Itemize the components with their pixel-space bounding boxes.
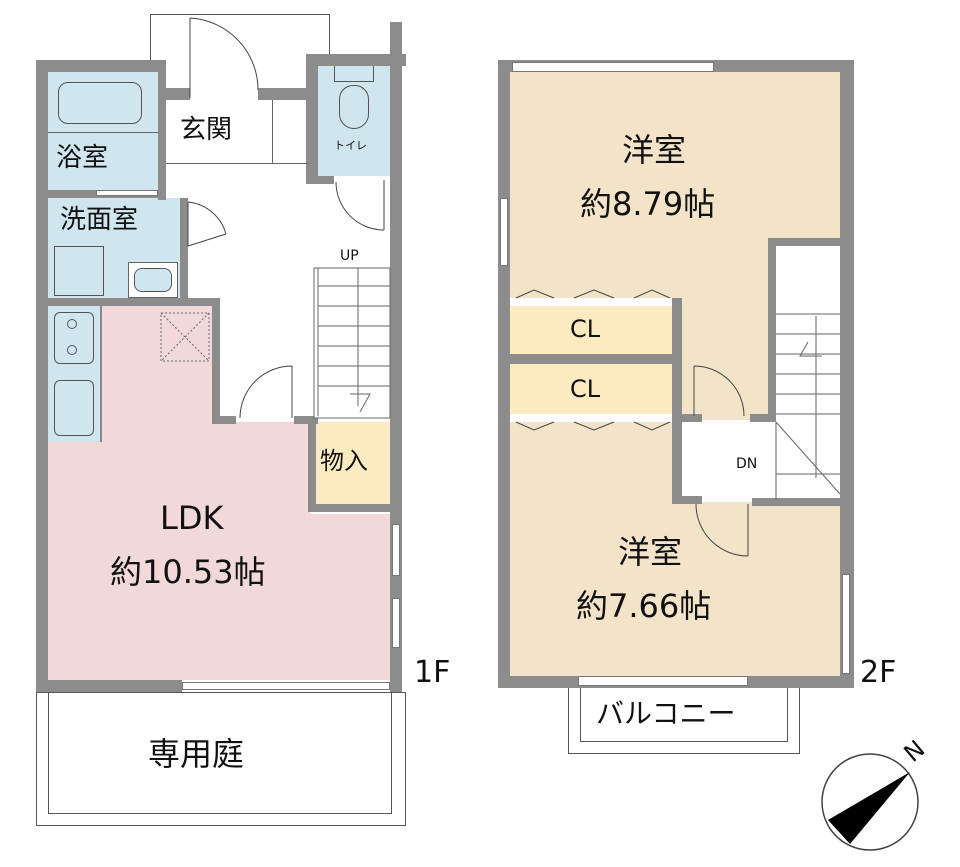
wall: [682, 414, 702, 422]
label-entrance: 玄関: [180, 115, 233, 145]
door-room1: [693, 365, 745, 417]
stairs-1f: [313, 267, 391, 419]
wall: [308, 504, 398, 512]
wall: [308, 416, 316, 512]
stairs-2f: [775, 313, 841, 500]
wall: [158, 100, 166, 200]
burner-icon: [67, 319, 77, 329]
label-closet2: CL: [570, 375, 601, 403]
label-toilet: トイレ: [334, 139, 367, 152]
door-washroom: [187, 201, 227, 247]
wall: [672, 298, 682, 504]
label-balcony: バルコニー: [596, 697, 736, 730]
kitchen-sink: [54, 380, 94, 436]
label-up: UP: [340, 248, 359, 264]
label-bath: 浴室: [56, 143, 109, 173]
wall: [768, 238, 842, 246]
bathtub: [58, 82, 142, 124]
wall: [750, 414, 776, 422]
wall: [306, 54, 406, 66]
label-storage: 物入: [320, 447, 368, 475]
burner-icon: [67, 345, 77, 355]
wall: [258, 88, 318, 100]
label-room2-size: 約7.66帖: [576, 587, 712, 625]
door-ldk: [239, 365, 293, 419]
wall: [36, 680, 182, 692]
label-closet1: CL: [570, 315, 601, 343]
closet-door-strip: [510, 298, 672, 306]
window: [392, 598, 400, 648]
closet-2: [510, 364, 672, 414]
label-room1: 洋室: [622, 131, 687, 169]
hall-2f: [680, 420, 780, 502]
wall: [840, 60, 854, 688]
label-ldk: LDK: [160, 499, 224, 537]
room-storage: [316, 422, 390, 506]
wall: [752, 498, 842, 506]
wall: [166, 88, 190, 100]
wall: [294, 416, 318, 424]
label-2f: 2F: [860, 655, 897, 690]
wall: [306, 176, 334, 184]
entrance-divider: [272, 100, 273, 164]
wall: [212, 416, 236, 424]
toilet-tank: [334, 66, 374, 82]
window: [842, 574, 850, 674]
wall: [36, 60, 48, 690]
closet-doors-icon: [515, 421, 671, 431]
closet-door-strip: [510, 414, 672, 422]
label-ldk-size: 約10.53帖: [110, 553, 266, 591]
label-1f: 1F: [414, 655, 451, 690]
bath-divider: [48, 132, 158, 133]
balcony-inner: [580, 688, 788, 742]
wall: [212, 298, 220, 424]
window: [500, 198, 508, 266]
door-entrance: [189, 17, 259, 98]
label-garden: 専用庭: [148, 735, 245, 773]
stair-area: [768, 240, 850, 502]
wall: [510, 354, 672, 364]
window: [96, 190, 158, 196]
wall: [768, 238, 776, 422]
wall: [158, 60, 166, 106]
window: [578, 676, 748, 686]
closet-1: [510, 306, 672, 354]
washing-machine: [54, 246, 104, 296]
window: [512, 62, 714, 72]
compass-icon: [821, 753, 919, 851]
label-room2: 洋室: [618, 533, 683, 571]
entrance-step: [166, 100, 308, 164]
wall: [36, 60, 166, 72]
label-washroom: 洗面室: [60, 205, 139, 235]
wall: [48, 298, 220, 306]
window: [182, 682, 390, 690]
door-toilet: [335, 180, 385, 231]
wall: [682, 496, 702, 504]
refrigerator-space-icon: [160, 312, 210, 362]
sink: [134, 268, 172, 292]
toilet-bowl: [339, 85, 369, 129]
private-garden: [36, 692, 406, 826]
label-dn: DN: [736, 456, 758, 472]
wall: [498, 60, 510, 688]
window: [392, 524, 400, 576]
private-garden-inner: [48, 692, 392, 814]
wall: [306, 54, 318, 184]
balcony: [568, 688, 800, 754]
stove: [54, 312, 94, 364]
label-room1-size: 約8.79帖: [580, 185, 716, 223]
closet-doors-icon: [515, 289, 671, 299]
wall: [180, 198, 188, 298]
door-room2: [695, 503, 749, 557]
